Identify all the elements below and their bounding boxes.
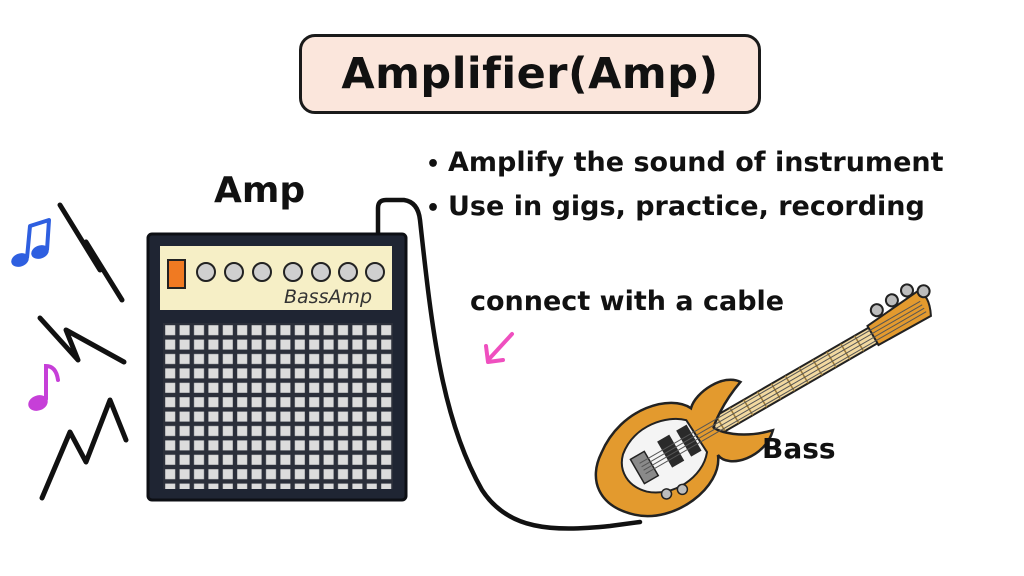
amp-knob	[338, 262, 358, 282]
amp-knob	[311, 262, 331, 282]
power-switch	[167, 259, 186, 289]
list-item-text: Use in gigs, practice, recording	[448, 191, 925, 222]
music-note-icon	[11, 218, 51, 267]
sound-wave-icon	[57, 202, 125, 303]
page-title: Amplifier(Amp)	[341, 49, 719, 99]
list-item-text: Amplify the sound of instrument	[448, 147, 944, 178]
title-box: Amplifier(Amp)	[299, 34, 761, 114]
bass-guitar-illustration	[594, 283, 932, 518]
speaker-grille	[163, 323, 393, 489]
bullet-dot: •	[426, 196, 441, 221]
list-item: • Use in gigs, practice, recording	[426, 186, 944, 230]
instrument-cable	[375, 197, 643, 531]
sound-wave-icon	[37, 315, 127, 365]
list-item: • Amplify the sound of instrument	[426, 142, 944, 186]
music-note-icon	[28, 363, 60, 411]
amp-knob	[224, 262, 244, 282]
amp-illustration: BassAmp	[146, 232, 408, 502]
bullet-dot: •	[426, 152, 441, 177]
cable-label: connect with a cable	[470, 286, 785, 317]
arrow-icon	[484, 332, 514, 364]
amp-knob	[252, 262, 272, 282]
amp-knob	[196, 262, 216, 282]
bass-label: Bass	[762, 432, 836, 465]
amp-knob	[283, 262, 303, 282]
amp-label: Amp	[214, 170, 306, 211]
amp-brand-label: BassAmp	[284, 286, 372, 308]
amp-knob	[365, 262, 385, 282]
sound-wave-icon	[39, 397, 129, 501]
feature-list: • Amplify the sound of instrument • Use in…	[426, 142, 944, 230]
